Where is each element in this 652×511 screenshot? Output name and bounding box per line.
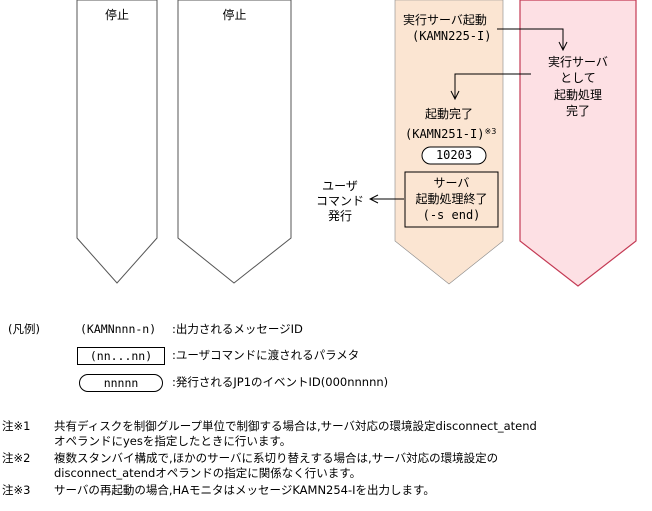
- user-command-line-1: ユーザ: [322, 179, 358, 193]
- start-complete-msg-id: (KAMN251-I): [405, 127, 485, 141]
- exec-server-start-msg: (KAMN225-I): [412, 29, 492, 43]
- exec-server-start-label: 実行サーバ起動: [403, 13, 487, 27]
- note-ref-3: ※3: [484, 127, 497, 136]
- server-column-4: [519, 0, 637, 287]
- col4-line-1: 実行サーバ: [548, 55, 608, 69]
- server-column-2: [177, 0, 292, 284]
- user-command-line-3: 発行: [327, 209, 352, 223]
- box-line-1: サーバ: [433, 176, 470, 190]
- legend-event-sample: nnnnn: [79, 374, 163, 392]
- server-column-3: [394, 0, 504, 285]
- note-3-label: 注※3: [2, 483, 31, 497]
- col4-line-3: 起動処理: [553, 88, 602, 102]
- note-2-label: 注※2: [2, 451, 31, 465]
- box-line-3: (-s end): [422, 208, 481, 222]
- box-line-2: 起動処理終了: [415, 192, 488, 206]
- col4-line-4: 完了: [565, 104, 590, 118]
- start-complete-msg: (KAMN251-I)※3: [405, 124, 496, 142]
- column-2-status: 停止: [222, 8, 247, 22]
- legend-param-sample: (nn...nn): [77, 347, 165, 365]
- note-2: 注※2 複数スタンバイ構成で,ほかのサーバに系切り替えする場合は,サーバ対応の環…: [2, 451, 650, 481]
- event-id-pill: [421, 146, 487, 165]
- event-id-value: 10203: [435, 148, 473, 162]
- user-command-line-2: コマンド: [315, 194, 364, 208]
- note-3: 注※3 サーバの再起動の場合,HAモニタはメッセージKAMN254-Iを出力しま…: [2, 483, 650, 499]
- start-complete-label: 起動完了: [424, 107, 473, 121]
- note-1: 注※1 共有ディスクを制御グループ単位で制御する場合は,サーバ対応の環境設定di…: [2, 419, 650, 449]
- col4-line-2: として: [560, 71, 596, 85]
- arrow-col4-to-complete: [455, 73, 531, 99]
- legend-event-desc: :発行されるJP1のイベントID(000nnnnn): [172, 375, 389, 389]
- legend-param-desc: :ユーザコマンドに渡されるパラメタ: [172, 348, 360, 362]
- server-column-1: [76, 0, 158, 284]
- note-1-label: 注※1: [2, 419, 31, 433]
- legend-msg-sample: (KAMNnnn-n): [80, 322, 157, 336]
- arrow-start-to-col4: [497, 28, 563, 50]
- note-2-text: 複数スタンバイ構成で,ほかのサーバに系切り替えする場合は,サーバ対応の環境設定の…: [54, 451, 499, 480]
- note-1-text: 共有ディスクを制御グループ単位で制御する場合は,サーバ対応の環境設定discon…: [54, 419, 537, 448]
- flow-diagram: 停止 停止 実行サーバ起動 (KAMN225-I) 起動完了 (KAMN251-…: [76, 0, 637, 287]
- column-1-status: 停止: [104, 8, 129, 22]
- legend-msg-desc: :出力されるメッセージID: [172, 322, 303, 336]
- diagram-canvas: [76, 0, 637, 287]
- server-start-end-box: [404, 171, 499, 228]
- legend-title: (凡例): [8, 322, 40, 336]
- note-3-text: サーバの再起動の場合,HAモニタはメッセージKAMN254-Iを出力します。: [54, 483, 435, 497]
